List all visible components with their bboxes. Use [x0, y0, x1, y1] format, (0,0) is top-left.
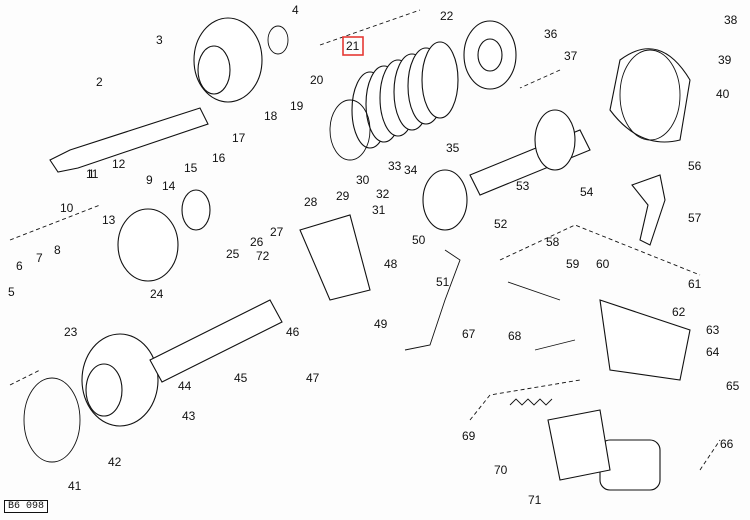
- callout-54: 54: [580, 185, 594, 199]
- hub-housing: [117, 208, 179, 282]
- callout-71: 71: [528, 493, 542, 507]
- selected-callout-box: [342, 36, 364, 56]
- callout-68: 68: [508, 329, 522, 343]
- callout-69: 69: [462, 429, 476, 443]
- callout-31: 31: [372, 203, 386, 217]
- callout-43: 43: [182, 409, 196, 423]
- callout-20: 20: [310, 73, 324, 87]
- callout-2: 2: [96, 75, 103, 89]
- ball-bearing: [422, 169, 468, 231]
- callout-60: 60: [596, 257, 610, 271]
- callout-37: 37: [564, 49, 578, 63]
- callout-3: 3: [156, 33, 163, 47]
- callout-8: 8: [54, 243, 61, 257]
- gasket: [547, 409, 611, 481]
- callout-38: 38: [724, 13, 738, 27]
- callout-12: 12: [112, 157, 126, 171]
- callout-44: 44: [178, 379, 192, 393]
- callout-53: 53: [516, 179, 530, 193]
- callout-57: 57: [688, 211, 702, 225]
- callout-56: 56: [688, 159, 702, 173]
- callout-72: 72: [256, 249, 270, 263]
- oil-pipe: [404, 249, 461, 351]
- callout-63: 63: [706, 323, 720, 337]
- callout-29: 29: [336, 189, 350, 203]
- gear: [181, 189, 211, 231]
- callout-1: 1: [88, 167, 95, 181]
- countershaft: [149, 299, 283, 383]
- callout-17: 17: [232, 131, 246, 145]
- callout-52: 52: [494, 217, 508, 231]
- part-shapes: [9, 9, 721, 491]
- callout-15: 15: [184, 161, 198, 175]
- callout-66: 66: [720, 437, 734, 451]
- callout-48: 48: [384, 257, 398, 271]
- callout-61: 61: [688, 277, 702, 291]
- o-ring: [329, 99, 371, 161]
- pin: [507, 281, 561, 301]
- callout-9: 9: [146, 173, 153, 187]
- callout-65: 65: [726, 379, 740, 393]
- callout-19: 19: [290, 99, 304, 113]
- callout-7: 7: [36, 251, 43, 265]
- main-shaft: [49, 107, 209, 173]
- callout-25: 25: [226, 247, 240, 261]
- callout-41: 41: [68, 479, 82, 493]
- callout-50: 50: [412, 233, 426, 247]
- callout-36: 36: [544, 27, 558, 41]
- spring: [509, 398, 553, 406]
- callout-58: 58: [546, 235, 560, 249]
- callout-59: 59: [566, 257, 580, 271]
- callout-45: 45: [234, 371, 248, 385]
- callout-28: 28: [304, 195, 318, 209]
- callout-23: 23: [64, 325, 78, 339]
- callout-26: 26: [250, 235, 264, 249]
- lever: [631, 174, 666, 246]
- callout-18: 18: [264, 109, 278, 123]
- diagram-code: B6 098: [4, 500, 49, 513]
- piston-housing: [299, 214, 371, 301]
- callout-30: 30: [356, 173, 370, 187]
- bolt: [534, 339, 576, 351]
- callout-42: 42: [108, 455, 122, 469]
- clutch-plate-pack: [351, 41, 459, 149]
- callout-47: 47: [306, 371, 320, 385]
- callout-46: 46: [286, 325, 300, 339]
- snap-ring: [267, 25, 289, 55]
- callout-6: 6: [16, 259, 23, 273]
- callout-62: 62: [672, 305, 686, 319]
- pump-housing: [599, 299, 691, 381]
- callout-11: 11: [86, 167, 99, 181]
- callout-14: 14: [162, 179, 176, 193]
- callout-39: 39: [718, 53, 732, 67]
- callout-40: 40: [716, 87, 730, 101]
- callout-16: 16: [212, 151, 226, 165]
- callout-27: 27: [270, 225, 284, 239]
- callout-32: 32: [376, 187, 390, 201]
- callout-34: 34: [404, 163, 418, 177]
- callout-21: 21: [346, 39, 360, 53]
- callout-35: 35: [446, 141, 460, 155]
- callout-24: 24: [150, 287, 164, 301]
- callout-5: 5: [8, 285, 15, 299]
- callout-70: 70: [494, 463, 508, 477]
- callout-labels: 1234567891011121314151617181920212223242…: [8, 3, 740, 507]
- callout-13: 13: [102, 213, 116, 227]
- callout-64: 64: [706, 345, 720, 359]
- callout-51: 51: [436, 275, 450, 289]
- brake-band: [609, 48, 691, 143]
- callout-22: 22: [440, 9, 454, 23]
- snap-ring-large: [23, 377, 81, 463]
- callout-10: 10: [60, 201, 74, 215]
- callout-33: 33: [388, 159, 402, 173]
- callout-67: 67: [462, 327, 476, 341]
- callout-4: 4: [292, 3, 299, 17]
- callout-49: 49: [374, 317, 388, 331]
